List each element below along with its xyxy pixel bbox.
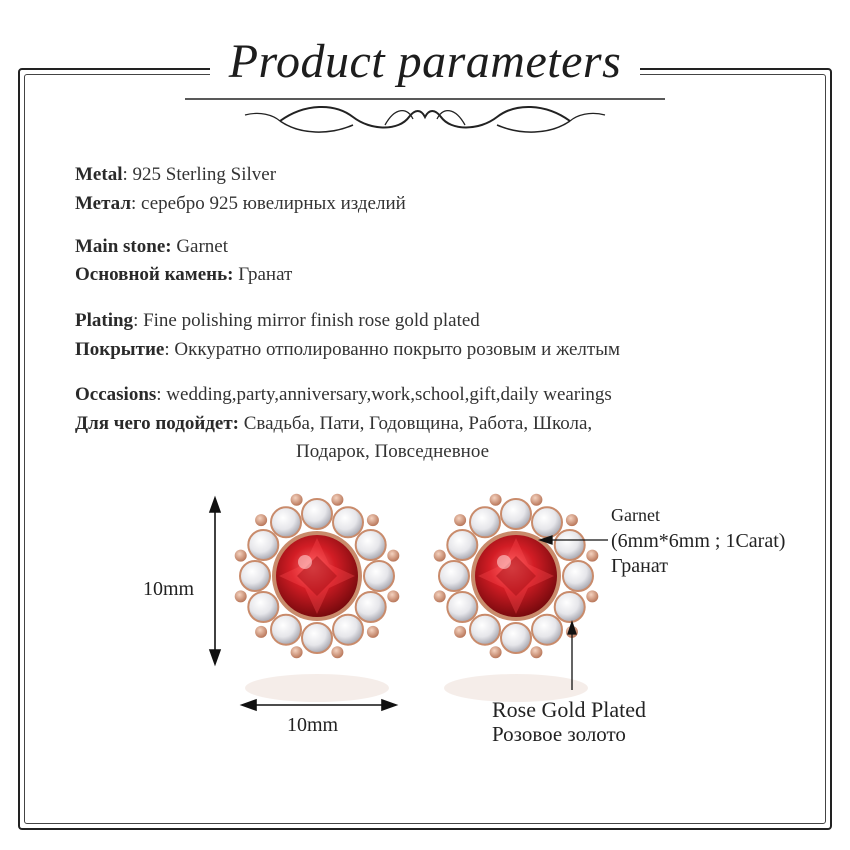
prong bbox=[586, 549, 599, 562]
metal-ru-value: : серебро 925 ювелирных изделий bbox=[131, 193, 406, 214]
prong bbox=[454, 625, 467, 638]
garnet-callout-arrow bbox=[537, 535, 608, 545]
halo-stone bbox=[469, 613, 501, 646]
occasions-en-row: Occasions: wedding,party,anniversary,wor… bbox=[75, 384, 612, 406]
halo-stone bbox=[531, 613, 563, 646]
prong bbox=[366, 514, 379, 527]
prong bbox=[530, 646, 543, 659]
occasions-en-label: Occasions bbox=[75, 384, 157, 405]
prong bbox=[290, 646, 303, 659]
prong bbox=[234, 590, 247, 603]
halo-stone bbox=[332, 613, 364, 646]
halo-stone bbox=[354, 529, 387, 561]
halo-stone bbox=[354, 591, 387, 623]
prong bbox=[387, 549, 400, 562]
callout-stone-size: (6mm*6mm ; 1Carat) bbox=[611, 530, 786, 552]
callout-stone-ru: Гранат bbox=[611, 555, 668, 577]
stone-en-value: Garnet bbox=[171, 236, 229, 257]
prong bbox=[331, 646, 344, 659]
stone-ru-label: Основной камень: bbox=[75, 264, 234, 285]
prong bbox=[433, 549, 446, 562]
flourish-ornament-icon bbox=[185, 98, 665, 133]
callout-plating-en: Rose Gold Plated bbox=[492, 697, 646, 722]
prong bbox=[387, 590, 400, 603]
left-cz-ring bbox=[234, 493, 400, 659]
plating-ru-value: : Оккуратно отполированно покрыто розовы… bbox=[164, 339, 620, 360]
halo-stone bbox=[301, 498, 333, 530]
halo-stone bbox=[239, 560, 271, 592]
stone-ru-value: Гранат bbox=[233, 264, 293, 285]
halo-stone bbox=[363, 560, 395, 592]
prong bbox=[530, 493, 543, 506]
halo-stone bbox=[270, 613, 302, 646]
plating-en-row: Plating: Fine polishing mirror finish ro… bbox=[75, 310, 480, 332]
prong bbox=[234, 549, 247, 562]
halo-stone bbox=[247, 591, 280, 623]
occasions-en-value: : wedding,party,anniversary,work,school,… bbox=[156, 384, 612, 405]
halo-stone bbox=[562, 560, 594, 592]
halo-stone bbox=[438, 560, 470, 592]
halo-stone bbox=[247, 529, 280, 561]
halo-stone bbox=[270, 506, 302, 539]
halo-stone bbox=[531, 506, 563, 539]
callout-plating-ru: Розовое золото bbox=[492, 722, 626, 746]
halo-stone bbox=[301, 622, 333, 654]
occasions-ru-row-2: Подарок, Повседневное bbox=[296, 441, 489, 463]
occasions-ru-label: Для чего подойдет: bbox=[75, 413, 239, 434]
metal-ru-label: Метал bbox=[75, 193, 132, 214]
occasions-ru-row: Для чего подойдет: Свадьба, Пати, Годовщ… bbox=[75, 413, 592, 435]
plating-en-value: : Fine polishing mirror finish rose gold… bbox=[133, 310, 480, 331]
width-label: 10mm bbox=[287, 714, 339, 736]
halo-stone bbox=[469, 506, 501, 539]
prong bbox=[255, 625, 268, 638]
prong bbox=[489, 646, 502, 659]
height-label: 10mm bbox=[143, 578, 195, 600]
prong bbox=[433, 590, 446, 603]
halo-stone bbox=[500, 498, 532, 530]
plating-callout-arrow bbox=[567, 619, 577, 690]
halo-stone bbox=[553, 529, 586, 561]
right-cz-ring bbox=[433, 493, 599, 659]
metal-ru-row: Метал: серебро 925 ювелирных изделий bbox=[75, 193, 406, 215]
prong bbox=[586, 590, 599, 603]
halo-stone bbox=[332, 506, 364, 539]
stone-en-row: Main stone: Garnet bbox=[75, 236, 228, 258]
stone-en-label: Main stone: bbox=[75, 236, 172, 257]
prong bbox=[366, 625, 379, 638]
prong bbox=[489, 493, 502, 506]
prong bbox=[331, 493, 344, 506]
width-arrow bbox=[239, 698, 399, 712]
stone-ru-row: Основной камень: Гранат bbox=[75, 264, 292, 286]
prong bbox=[454, 514, 467, 527]
title-backdrop bbox=[210, 50, 640, 94]
metal-en-label: Metal bbox=[75, 164, 123, 185]
occasions-ru-value: Свадьба, Пати, Годовщина, Работа, Школа, bbox=[238, 413, 593, 434]
halo-stone bbox=[500, 622, 532, 654]
plating-en-label: Plating bbox=[75, 310, 134, 331]
right-earring bbox=[433, 493, 599, 659]
occasions-ru-value-2: Подарок, Повседневное bbox=[296, 441, 490, 462]
prong bbox=[290, 493, 303, 506]
prong bbox=[255, 514, 268, 527]
metal-en-row: Metal: 925 Sterling Silver bbox=[75, 164, 276, 186]
prong bbox=[565, 514, 578, 527]
left-earring bbox=[234, 493, 400, 659]
height-arrow bbox=[208, 495, 222, 667]
halo-stone bbox=[446, 529, 479, 561]
halo-stone bbox=[446, 591, 479, 623]
metal-en-value: : 925 Sterling Silver bbox=[122, 164, 277, 185]
callout-stone-name: Garnet bbox=[611, 505, 660, 525]
plating-ru-row: Покрытие: Оккуратно отполированно покрыт… bbox=[75, 339, 620, 361]
page-title: Product parameters bbox=[228, 35, 622, 88]
halo-stone bbox=[553, 591, 586, 623]
plating-ru-label: Покрытие bbox=[75, 339, 165, 360]
